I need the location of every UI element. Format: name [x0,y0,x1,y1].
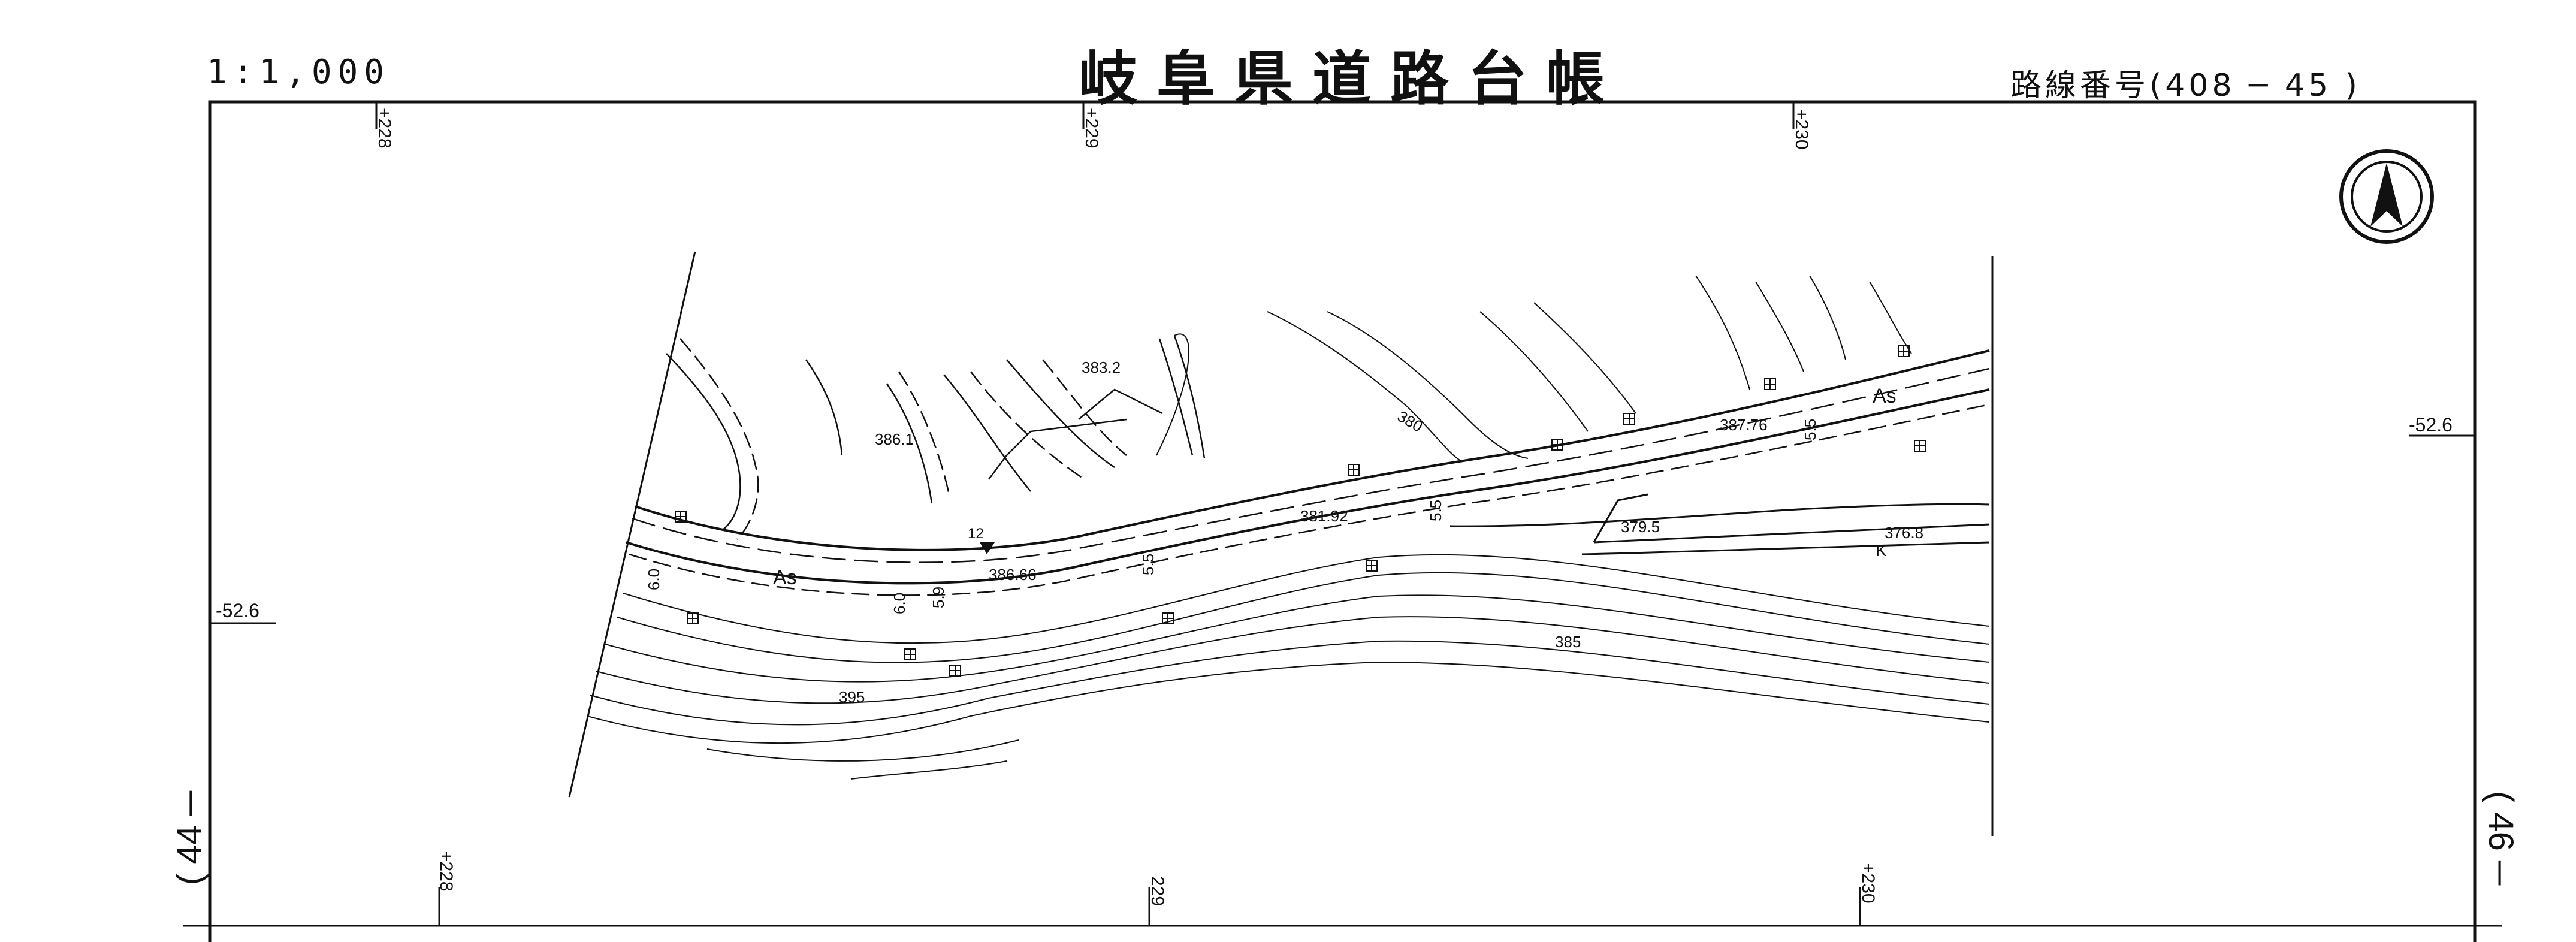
contour-lines [587,275,1990,780]
spot-elevation: 386.1 [875,430,914,448]
spot-elevation: 387.76 [1720,416,1768,434]
adjacent-sheet-right: ( 46 ─ [2481,791,2520,886]
map-frame [208,100,2477,942]
tick-label-bottom-228: +228 [436,851,456,892]
tick-label-top-228: +228 [375,108,394,149]
tick-label-right: -52.6 [2409,414,2453,436]
road-width-labels: 6.0 6.0 5.9 5.5 5.5 5.5 [645,419,1819,614]
road-width: 6.0 [890,593,908,614]
map-scale: 1:1,000 [207,53,391,92]
tick-label-bottom-230: +230 [1858,863,1878,904]
boundary-marker-icon [675,345,1926,677]
surface-labels: As As 12 K [773,385,1896,589]
contour-label: 395 [839,688,865,706]
contour-label: 380 [1394,407,1426,436]
contour-label: 385 [1555,633,1581,651]
road-width: 5.5 [1139,554,1157,575]
contour-labels: 380 385 395 [839,407,1581,706]
road-width: 5.5 [1427,500,1445,521]
grid-ticks-side: -52.6 -52.6 [211,414,2474,624]
road-width: 6.0 [645,569,663,590]
road-width: 5.5 [1801,419,1819,440]
spot-elevation: 376.8 [1885,524,1923,542]
asphalt-label: As [773,566,797,589]
marker-label: 12 [968,526,984,542]
asphalt-label: As [1873,385,1896,407]
grid-ticks-bottom: +228 229 +230 [436,851,1878,926]
grid-ticks-top: +228 +229 +230 [375,103,1811,150]
survey-boundaries [568,251,1994,836]
spot-elevation: 379.5 [1621,518,1660,536]
elevation-labels: 383.2 386.1 381.92 386.66 387.76 379.5 3… [875,358,1923,584]
parcel-roads [666,335,1206,540]
tick-label-top-230: +230 [1792,109,1811,150]
road-width: 5.9 [929,587,947,608]
tick-label-bottom-229: 229 [1147,876,1167,906]
spot-elevation: 386.66 [989,566,1037,584]
road-centerline [626,349,1990,596]
side-road [1449,493,1990,555]
north-arrow-icon [2339,149,2434,244]
spot-elevation: 381.92 [1300,507,1348,525]
tick-label-left: -52.6 [216,600,259,621]
route-number: 路線番号(408 ─ 45 ) [2010,68,2361,104]
survey-point-icon [980,542,995,554]
spot-elevation: 383.2 [1082,358,1121,376]
tick-label-top-229: +229 [1082,108,1101,149]
k-label: K [1876,541,1887,560]
